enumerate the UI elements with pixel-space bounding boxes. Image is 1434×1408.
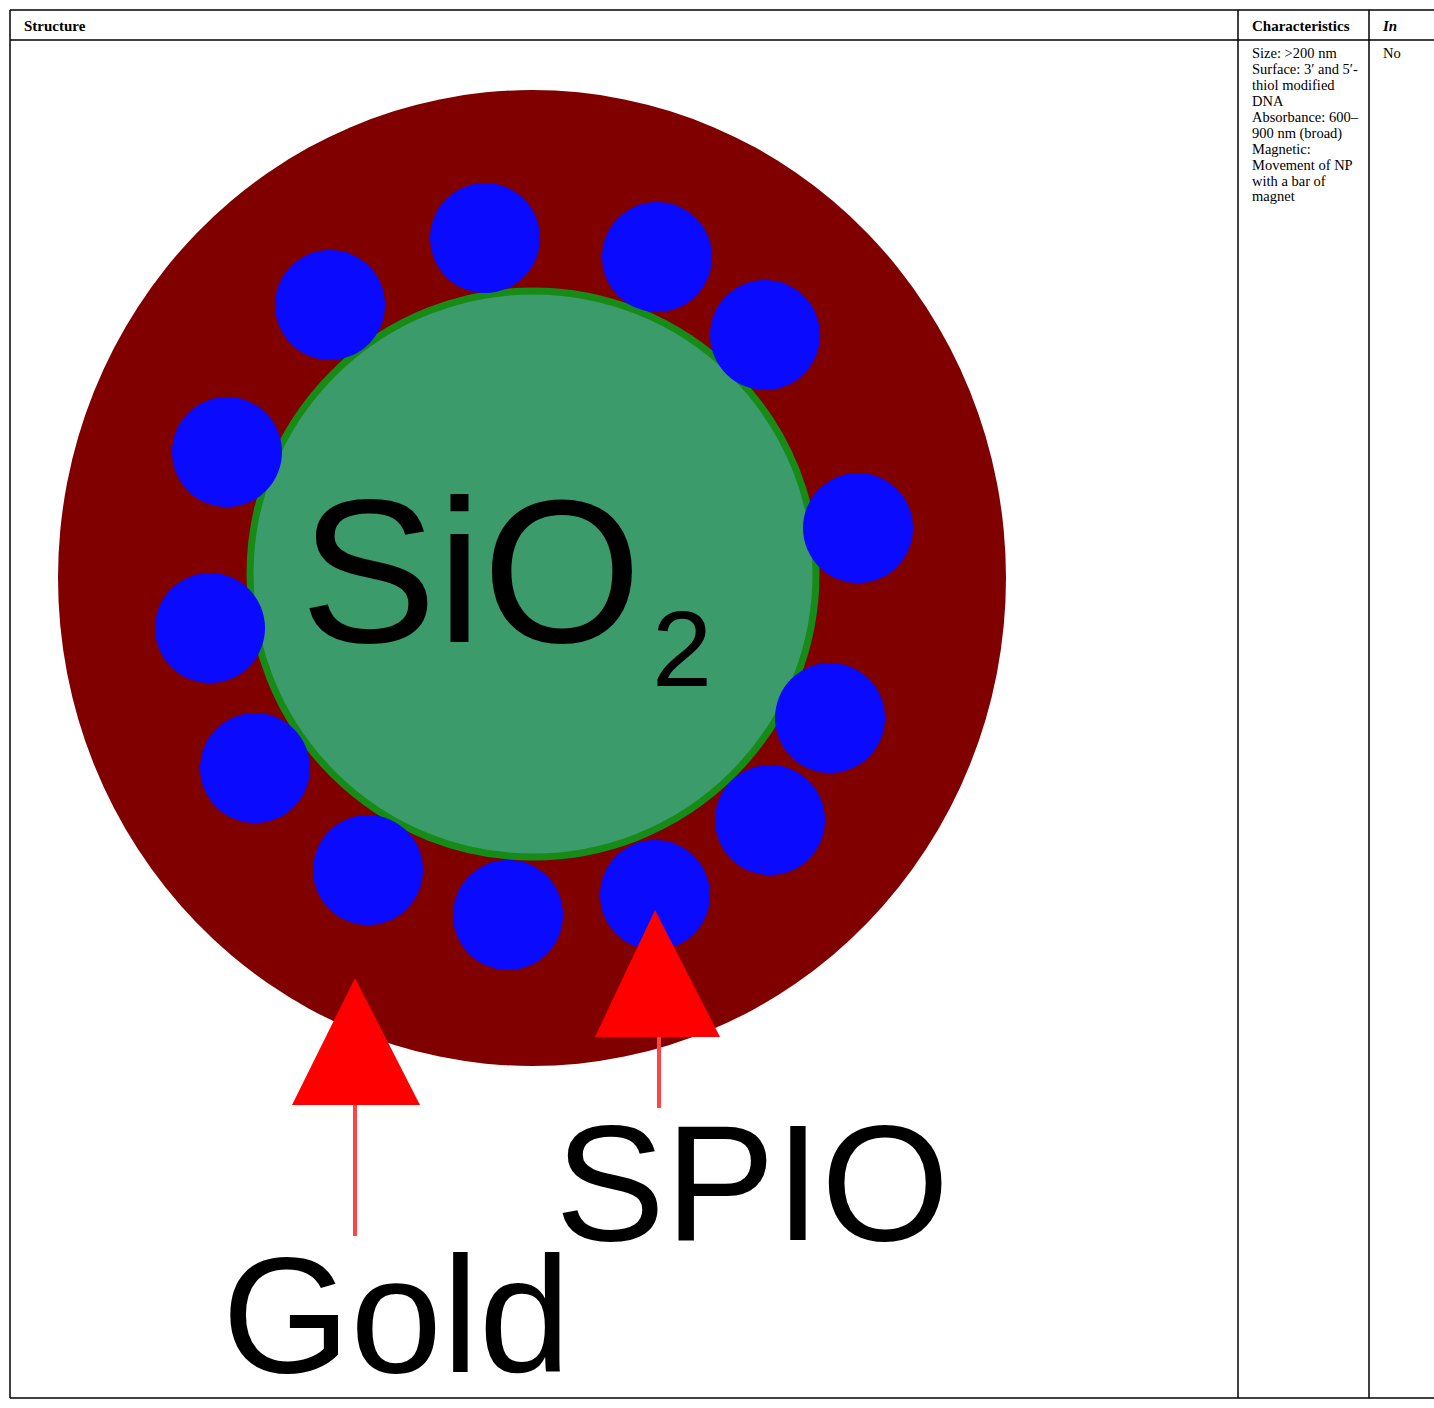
spio-particle bbox=[775, 663, 885, 773]
spio-particle bbox=[172, 397, 282, 507]
spio-particle bbox=[313, 815, 423, 925]
table-border bbox=[10, 9, 1434, 11]
column-rule bbox=[1368, 10, 1370, 1398]
part-label: SPIO bbox=[555, 1101, 949, 1266]
spio-particle bbox=[200, 713, 310, 823]
arrow-head bbox=[595, 910, 720, 1037]
spio-particle bbox=[155, 573, 265, 683]
column-header: Structure bbox=[24, 18, 85, 35]
spio-particle bbox=[715, 765, 825, 875]
spio-particle bbox=[710, 280, 820, 390]
gold-shell bbox=[58, 90, 1006, 1066]
formula-text: SiO bbox=[300, 468, 642, 673]
column-header: In bbox=[1383, 18, 1397, 35]
column-header: Characteristics bbox=[1252, 18, 1349, 35]
table-cell: Magnetic: Movement of NP with a bar of m… bbox=[1252, 142, 1366, 206]
column-rule bbox=[1237, 10, 1239, 1398]
table-cell: No bbox=[1383, 46, 1401, 62]
spio-particle bbox=[275, 250, 385, 360]
spio-particle bbox=[430, 183, 540, 293]
spio-particle bbox=[803, 473, 913, 583]
table-grid bbox=[10, 10, 1434, 1398]
spio-particles bbox=[155, 183, 913, 970]
part-label: Gold bbox=[222, 1233, 571, 1398]
table-cell: Absorbance: 600–900 nm (broad) bbox=[1252, 110, 1366, 142]
spio-particle bbox=[602, 202, 712, 312]
leader-line bbox=[353, 1105, 357, 1236]
table-border bbox=[9, 10, 11, 1398]
formula-subscript: 2 bbox=[652, 595, 712, 703]
leader-line bbox=[657, 1037, 661, 1108]
arrow-head bbox=[292, 978, 420, 1105]
table-cell: Surface: 3′ and 5′-thiol modified DNA bbox=[1252, 62, 1366, 110]
header-rule bbox=[10, 39, 1434, 41]
spio-particle bbox=[453, 860, 563, 970]
table-cell: Size: >200 nm bbox=[1252, 46, 1366, 62]
